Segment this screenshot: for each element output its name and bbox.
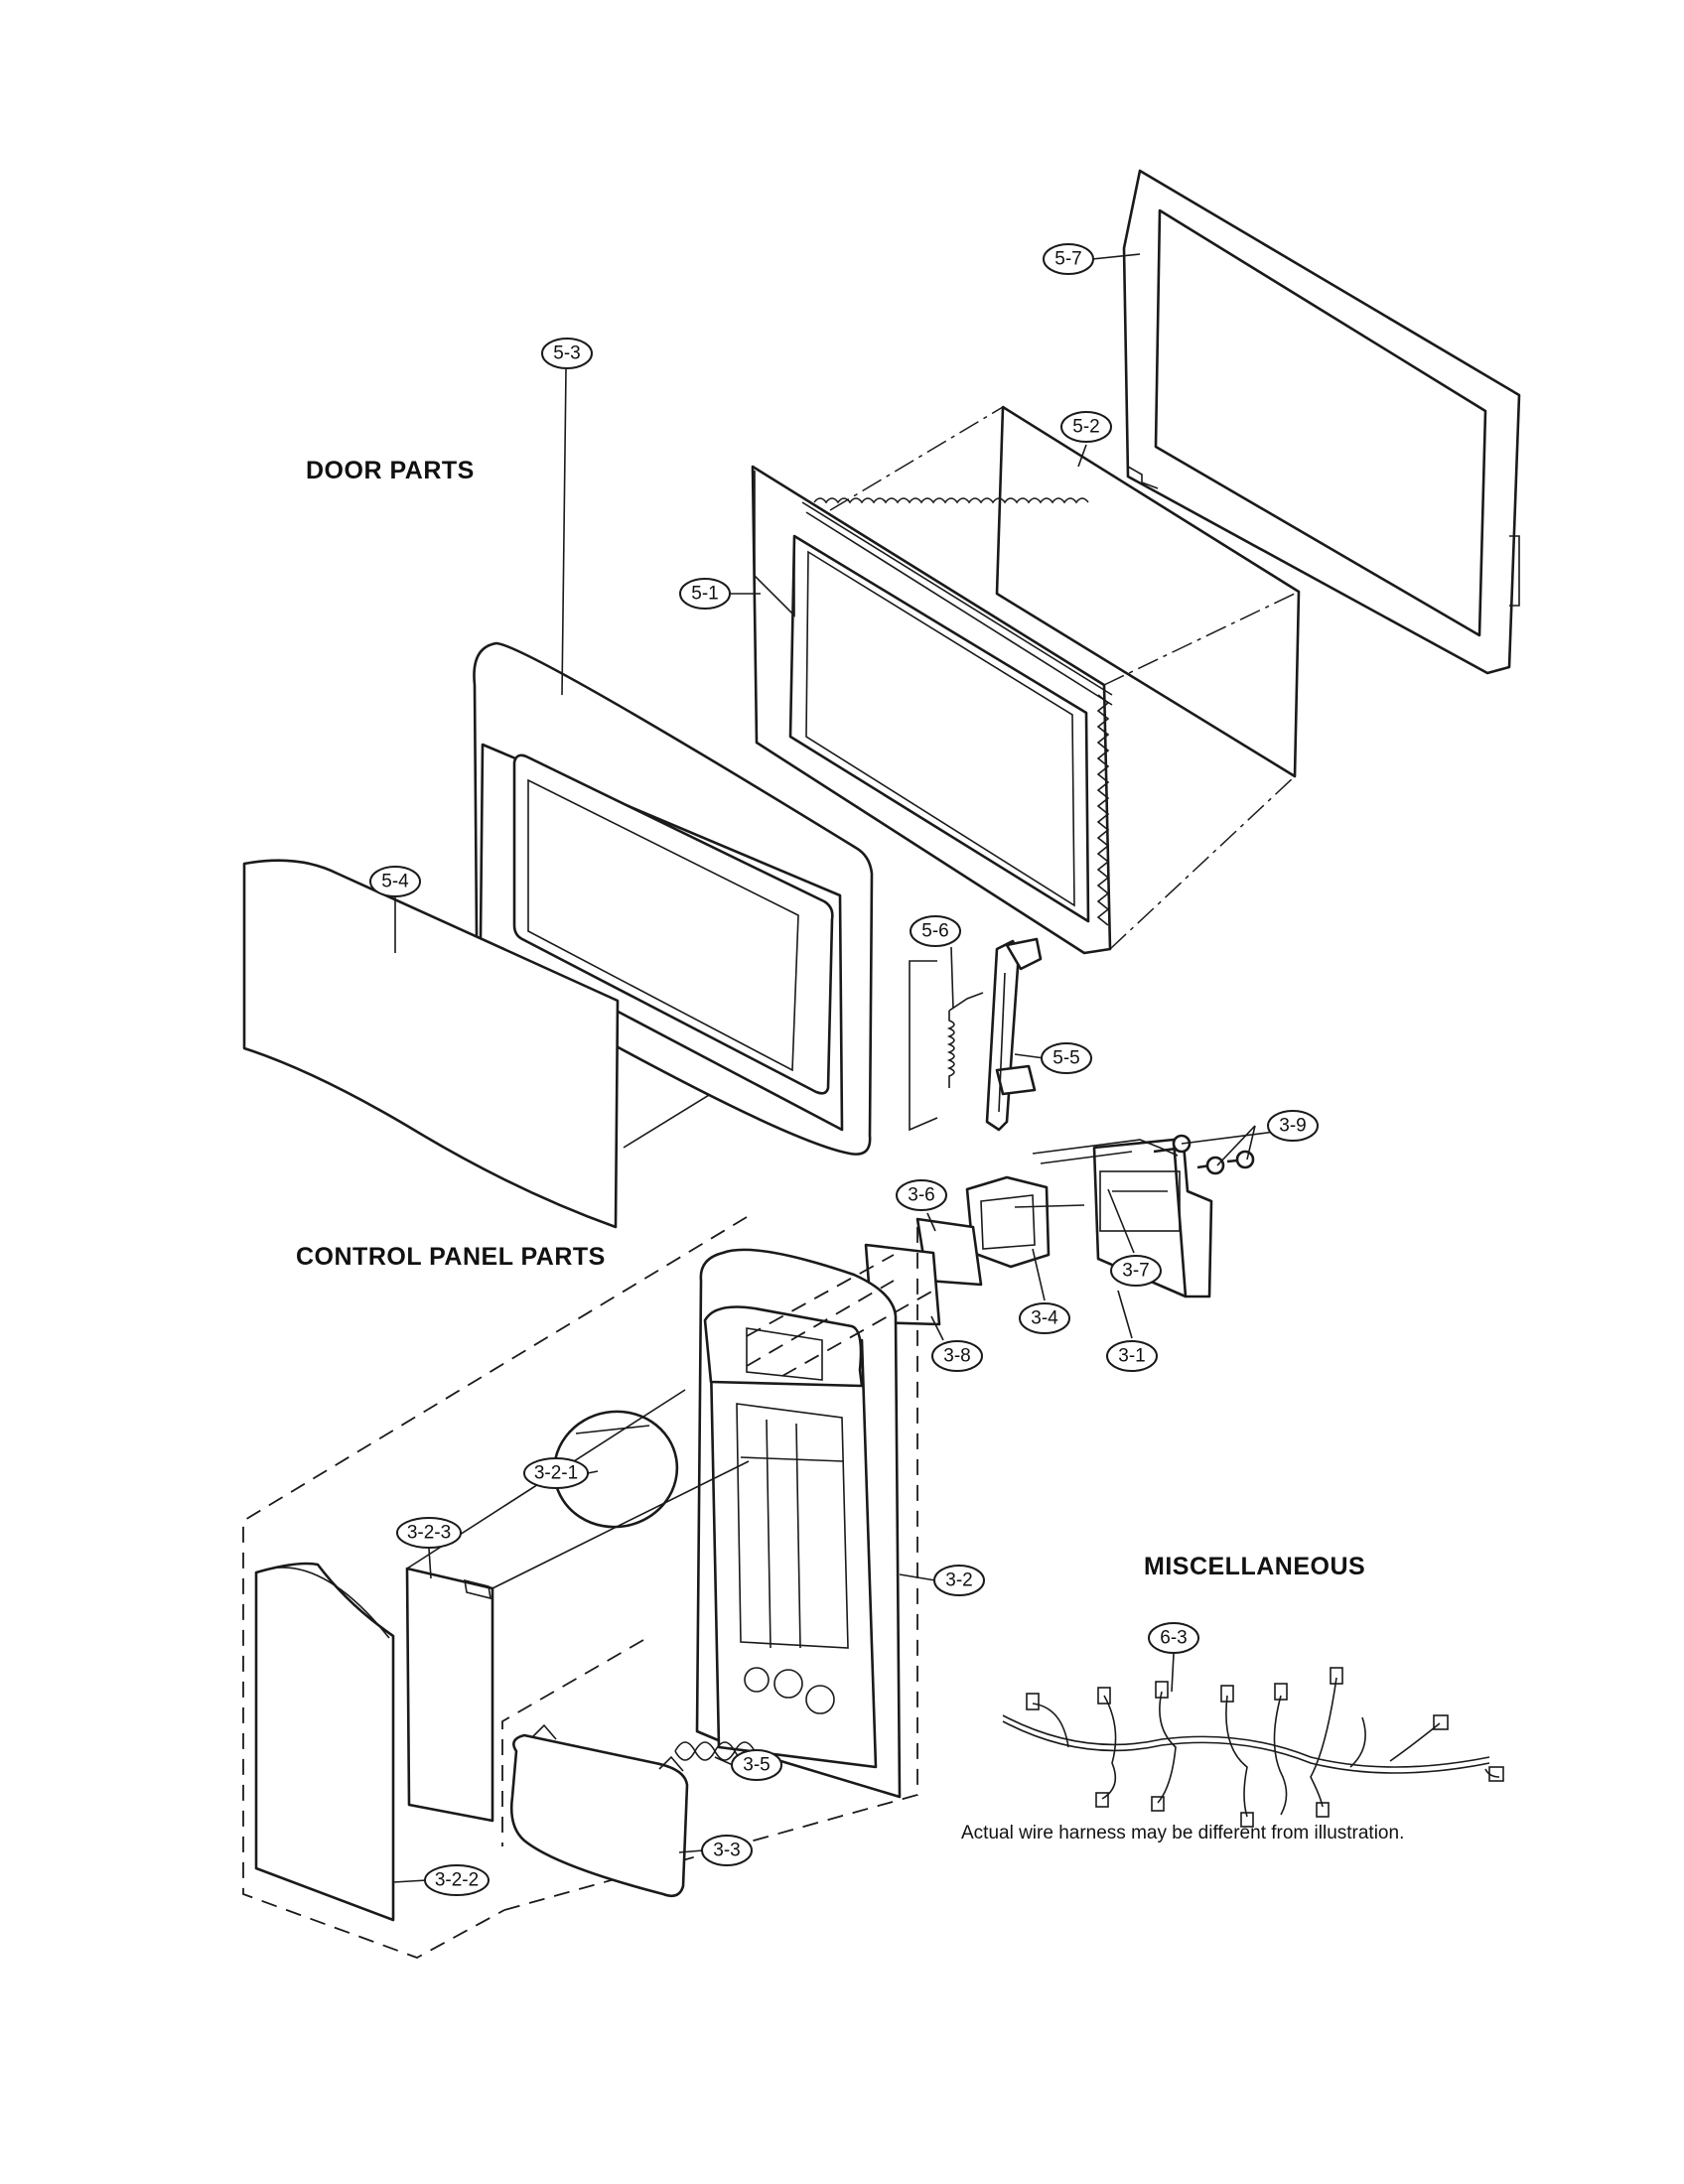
section-title-door-parts: DOOR PARTS (306, 457, 475, 484)
part-3-3-door-button (509, 1723, 689, 1898)
section-title-control-panel-parts: CONTROL PANEL PARTS (296, 1243, 606, 1271)
label-text-5-3: 5-3 (553, 343, 580, 364)
part-5-6-spring (909, 960, 984, 1132)
leader-lines (392, 253, 1276, 1883)
label-text-3-2-3: 3-2-3 (407, 1523, 451, 1544)
wire-harness-note: Actual wire harness may be different fro… (961, 1823, 1405, 1843)
label-text-3-4: 3-4 (1031, 1308, 1058, 1329)
section-title-miscellaneous: MISCELLANEOUS (1144, 1553, 1366, 1580)
label-text-5-4: 5-4 (381, 872, 409, 892)
part-5-7-door-frame (1122, 169, 1521, 675)
part-5-3-door-panel (473, 641, 874, 1156)
label-text-3-8: 3-8 (943, 1346, 970, 1367)
part-3-1-latch-board-bracket (1092, 1138, 1213, 1298)
label-part-3-4: 3-4 (1019, 1302, 1070, 1334)
label-text-5-5: 5-5 (1052, 1048, 1079, 1069)
label-part-3-2-2: 3-2-2 (424, 1864, 490, 1896)
part-5-1-door-inner (751, 465, 1113, 955)
label-part-3-8: 3-8 (931, 1340, 983, 1372)
part-3-9-screws (1032, 1134, 1255, 1175)
label-part-3-7: 3-7 (1110, 1255, 1162, 1287)
label-text-3-2-2: 3-2-2 (435, 1870, 479, 1891)
part-3-4-switch-holder (965, 1175, 1085, 1269)
label-part-5-3: 5-3 (541, 338, 593, 369)
label-part-5-5: 5-5 (1041, 1042, 1092, 1074)
label-text-3-1: 3-1 (1118, 1346, 1145, 1367)
label-text-5-1: 5-1 (691, 584, 718, 605)
label-text-3-5: 3-5 (743, 1755, 770, 1776)
label-text-3-2: 3-2 (945, 1570, 972, 1591)
label-part-3-2: 3-2 (933, 1565, 985, 1596)
part-5-5-door-latch (985, 937, 1043, 1132)
label-text-5-6: 5-6 (921, 921, 948, 942)
label-text-3-9: 3-9 (1279, 1116, 1306, 1137)
label-part-3-2-1: 3-2-1 (523, 1457, 589, 1489)
label-part-3-1: 3-1 (1106, 1340, 1158, 1372)
label-part-3-5: 3-5 (731, 1749, 782, 1781)
label-text-6-3: 6-3 (1160, 1628, 1187, 1649)
label-part-3-3: 3-3 (701, 1835, 753, 1866)
label-part-3-2-3: 3-2-3 (396, 1517, 462, 1549)
label-part-5-2: 5-2 (1060, 411, 1112, 443)
label-text-3-7: 3-7 (1122, 1261, 1149, 1282)
label-text-3-3: 3-3 (713, 1841, 740, 1861)
part-6-3-wire-harness (1002, 1667, 1504, 1828)
label-part-5-6: 5-6 (910, 915, 961, 947)
part-3-2-control-panel (695, 1248, 934, 1799)
part-5-4-door-front-sheet (242, 859, 620, 1229)
label-part-3-9: 3-9 (1267, 1110, 1319, 1142)
label-text-3-2-1: 3-2-1 (534, 1463, 578, 1484)
label-text-5-2: 5-2 (1072, 417, 1099, 438)
label-part-5-4: 5-4 (369, 866, 421, 897)
label-part-5-1: 5-1 (679, 578, 731, 610)
label-text-5-7: 5-7 (1054, 249, 1081, 270)
label-text-3-6: 3-6 (908, 1185, 934, 1206)
label-part-3-6: 3-6 (896, 1179, 947, 1211)
label-part-6-3: 6-3 (1148, 1622, 1199, 1654)
part-3-2-2-front-sheet (254, 1562, 395, 1922)
label-part-5-7: 5-7 (1043, 243, 1094, 275)
